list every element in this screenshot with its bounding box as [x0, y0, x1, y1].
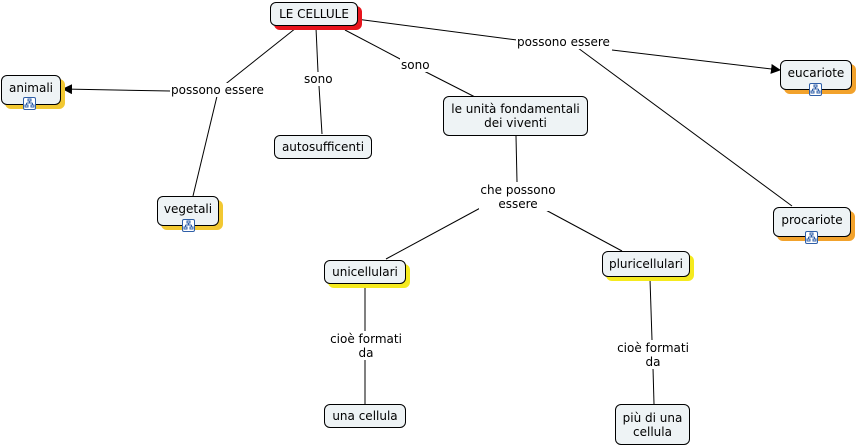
- concept-eucariote-label: eucariote: [787, 66, 845, 80]
- edge-pluricellulari-to-cioe-2: [649, 278, 653, 341]
- link-label-che-possono-essere: che possono essere: [479, 183, 557, 211]
- link-label-cioe-formati-1: cioè formati da: [327, 332, 405, 360]
- edge-root-to-sono-2: [344, 29, 403, 61]
- concept-map-icon[interactable]: [23, 97, 36, 110]
- edge-che-possono-to-pluricellulari: [541, 207, 623, 252]
- concept-pluricellulari[interactable]: pluricellulari: [602, 251, 690, 277]
- concept-piu-di-una-cellula[interactable]: più di una cellula: [615, 404, 690, 445]
- link-label-sono-2: sono: [400, 58, 431, 72]
- edge-root-to-possono-right: [355, 18, 518, 41]
- link-label-possono-essere-right: possono essere: [516, 35, 611, 49]
- edge-cioe-2-to-piu-cellula: [652, 367, 655, 405]
- edge-possono-left-to-vegetali: [192, 91, 219, 197]
- concept-map-icon[interactable]: [182, 219, 195, 232]
- concept-le-cellule[interactable]: LE CELLULE: [270, 2, 358, 26]
- concept-una-cellula[interactable]: una cellula: [324, 404, 406, 428]
- edge-possono-right-to-procariote: [577, 47, 793, 207]
- link-label-possono-essere-left: possono essere: [170, 83, 265, 97]
- edge-sono-2-to-unita: [421, 69, 476, 98]
- edge-possono-right-to-eucariote: [611, 49, 781, 74]
- edge-possono-left-to-animali: [62, 84, 171, 95]
- edge-root-to-possono-left: [217, 27, 297, 91]
- concept-unita-fondamentali[interactable]: le unità fondamentali dei viventi: [443, 96, 588, 136]
- concept-vegetali-label: vegetali: [163, 202, 213, 216]
- concept-map-icon[interactable]: [809, 83, 822, 96]
- edge-sono-1-to-autosufficienti: [318, 85, 323, 135]
- link-label-cioe-formati-2: cioè formati da: [614, 341, 692, 369]
- concept-animali-label: animali: [8, 81, 53, 95]
- edge-che-possono-to-unicellulari: [385, 205, 485, 260]
- concept-autosufficienti[interactable]: autosufficenti: [274, 135, 372, 159]
- edge-unita-to-che-possono: [515, 135, 518, 183]
- concept-map-icon[interactable]: [805, 231, 818, 244]
- concept-unicellulari[interactable]: unicellulari: [324, 260, 406, 284]
- concept-procariote-label: procariote: [781, 213, 843, 227]
- link-label-sono-1: sono: [303, 72, 334, 86]
- edge-root-to-sono-1: [315, 27, 319, 73]
